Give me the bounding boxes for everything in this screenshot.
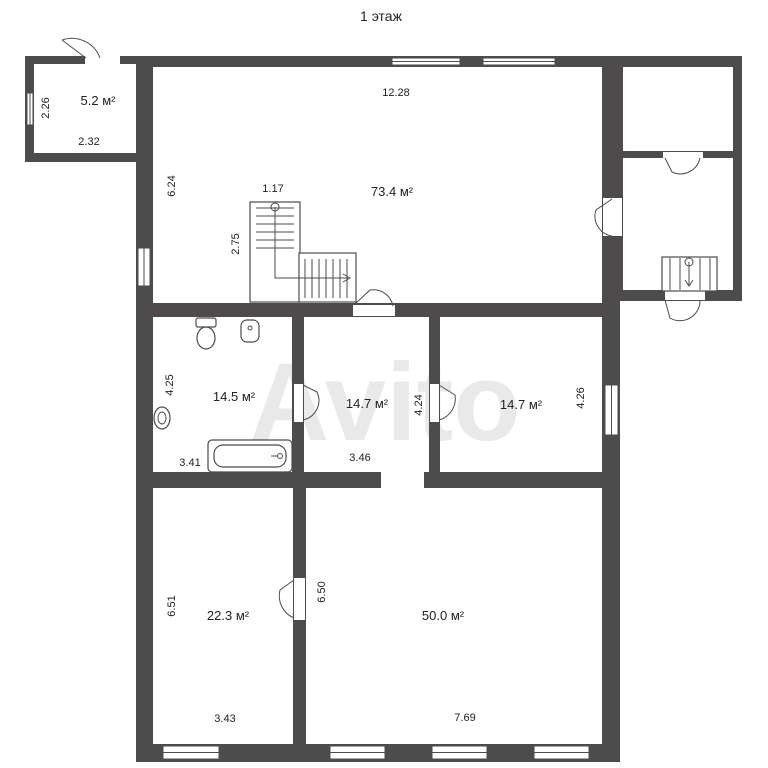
door	[61, 37, 101, 59]
vestibule-wall-bottom	[25, 153, 143, 162]
door	[664, 157, 701, 175]
sink-icon	[153, 406, 171, 430]
wall-lower-horizontal-left	[136, 472, 381, 488]
door-openings	[85, 56, 705, 620]
wall-right-lower	[602, 300, 620, 762]
dim-vestibule-width: 2.32	[78, 136, 99, 148]
door	[664, 299, 701, 322]
wall-left-lower	[136, 300, 153, 762]
room-area-bathroom: 14.5 м²	[213, 389, 256, 404]
dim-right-height: 4.26	[575, 387, 587, 408]
vestibule-wall-top	[25, 56, 143, 64]
wall-lower-horizontal-right	[424, 472, 620, 488]
dim-corridor-height: 4.24	[413, 394, 425, 415]
door	[594, 198, 613, 237]
dim-vestibule-height: 2.26	[40, 97, 52, 118]
dim-corridor-width: 3.46	[349, 452, 370, 464]
toilet-icon	[195, 317, 217, 350]
dim-stair-width: 1.17	[262, 183, 283, 195]
dim-bathroom-width: 3.41	[179, 457, 200, 469]
wall-right-main	[602, 56, 623, 300]
room-area-vestibule: 5.2 м²	[81, 93, 117, 108]
dim-living-height: 6.50	[316, 581, 328, 602]
dim-living-width: 7.69	[454, 712, 475, 724]
room-area-hall: 73.4 м²	[371, 184, 414, 199]
door	[302, 384, 320, 421]
door	[354, 289, 394, 307]
doors	[61, 37, 701, 619]
dim-stair-height: 2.75	[230, 233, 242, 254]
room-area-right: 14.7 м²	[500, 397, 543, 412]
dim-hall-width: 12.28	[382, 87, 410, 99]
windows	[26, 57, 619, 760]
door	[438, 384, 456, 421]
annex-wall-right	[733, 56, 742, 301]
room-area-corridor: 14.7 м²	[346, 396, 389, 411]
bathroom-fixtures	[153, 317, 293, 473]
staircase	[249, 201, 718, 303]
room-area-bedroom: 22.3 м²	[207, 608, 250, 623]
door	[278, 579, 295, 619]
bidet-icon	[240, 319, 260, 343]
bathtub-icon	[207, 439, 293, 473]
floor-title: 1 этаж	[360, 8, 403, 24]
dim-bedroom-height: 6.51	[166, 595, 178, 616]
room-area-living: 50.0 м²	[422, 608, 465, 623]
dim-bathroom-height: 4.25	[164, 374, 176, 395]
dim-hall-height: 6.24	[166, 175, 178, 196]
dim-bedroom-width: 3.43	[214, 713, 235, 725]
